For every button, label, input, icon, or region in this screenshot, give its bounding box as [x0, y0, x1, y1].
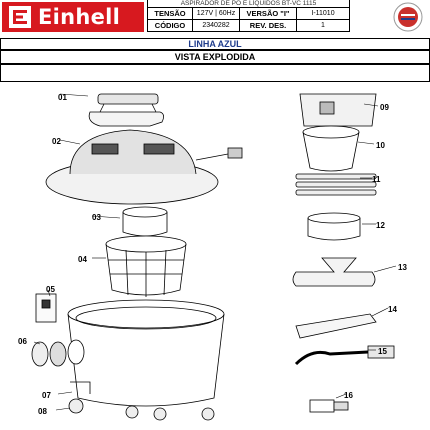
label-16: 16 — [344, 391, 353, 400]
spacer-band — [0, 64, 430, 82]
part-hose — [294, 345, 395, 366]
label-09: 09 — [380, 103, 389, 112]
label-10: 10 — [376, 141, 385, 150]
part-extension-tubes — [295, 173, 377, 196]
part-crevice-nozzle — [295, 313, 377, 339]
part-castors — [68, 381, 215, 421]
label-13: 13 — [398, 263, 407, 272]
label-15: 15 — [378, 347, 387, 356]
product-line-band: LINHA AZUL — [0, 38, 430, 50]
certification-seal-icon — [393, 2, 423, 32]
label-11: 11 — [372, 175, 381, 184]
label-07: 07 — [42, 391, 51, 400]
brand-name: Einhell — [38, 5, 121, 29]
part-latch — [35, 293, 57, 323]
part-adapter — [309, 399, 349, 413]
part-dust-bag — [299, 93, 377, 127]
exploded-view-diagram: 01 02 03 04 05 06 07 08 09 10 11 12 13 1… — [18, 93, 407, 421]
einhell-logo-icon — [9, 6, 31, 28]
version-value: I-11010 — [296, 7, 350, 20]
document-header: Einhell ASPIRADOR DE PÓ E LÍQUIDOS BT-VC… — [0, 0, 430, 38]
part-motor-head — [45, 129, 243, 205]
document-title: ASPIRADOR DE PÓ E LÍQUIDOS BT-VC 1115 — [147, 0, 350, 8]
code-value: 2340282 — [192, 19, 240, 32]
brand-logo: Einhell — [2, 2, 144, 32]
part-sleeve — [307, 212, 361, 241]
voltage-label: TENSÃO — [147, 7, 193, 20]
part-filter-cage — [105, 235, 187, 297]
label-06: 06 — [18, 337, 27, 346]
label-02: 02 — [52, 137, 61, 146]
code-label: CÓDIGO — [147, 19, 193, 32]
exploded-view-band: VISTA EXPLODIDA — [0, 50, 430, 64]
version-label: VERSÃO "I" — [239, 7, 297, 20]
label-05: 05 — [46, 285, 55, 294]
label-12: 12 — [376, 221, 385, 230]
revision-value: 1 — [296, 19, 350, 32]
label-04: 04 — [78, 255, 87, 264]
product-info-table: ASPIRADOR DE PÓ E LÍQUIDOS BT-VC 1115 TE… — [147, 0, 350, 32]
label-14: 14 — [388, 305, 397, 314]
voltage-value: 127V | 60Hz — [192, 7, 240, 20]
label-01: 01 — [58, 93, 67, 102]
part-floor-nozzle — [292, 257, 376, 287]
part-filter-cap — [122, 206, 168, 237]
label-03: 03 — [92, 213, 101, 222]
revision-label: REV. DES. — [239, 19, 297, 32]
part-funnel-filter — [302, 125, 360, 172]
part-handle — [88, 93, 164, 127]
part-hose-adapter — [31, 339, 85, 367]
label-08: 08 — [38, 407, 47, 416]
part-tank — [67, 299, 225, 407]
